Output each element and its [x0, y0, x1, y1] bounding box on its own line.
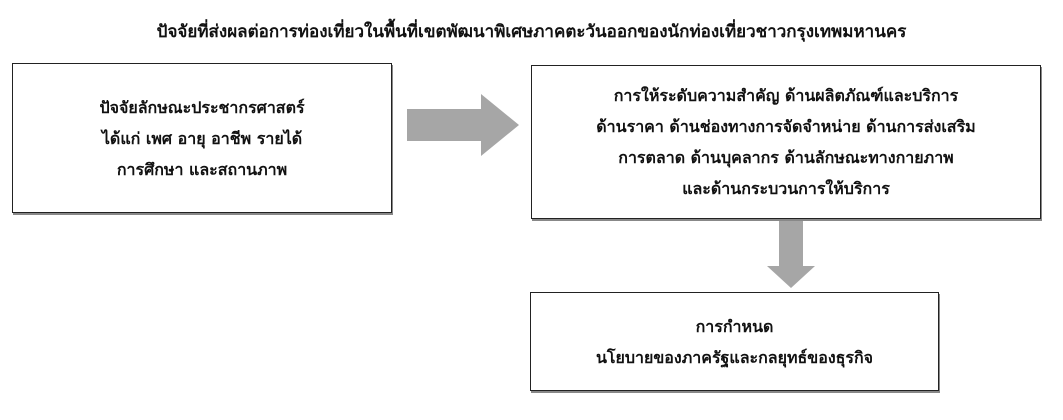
box-line: ได้แก่ เพศ อายุ อาชีพ รายได้	[101, 128, 303, 148]
right-arrow-icon	[407, 94, 519, 156]
box-line: การศึกษา และสถานภาพ	[116, 159, 288, 179]
diagram-title: ปัจจัยที่ส่งผลต่อการท่องเที่ยวในพื้นที่เ…	[156, 22, 907, 42]
box-line: การให้ระดับความสำคัญ ด้านผลิตภัณฑ์และบริ…	[613, 86, 959, 105]
box-line: การตลาด ด้านบุคลากร ด้านลักษณะทางกายภาพ	[618, 148, 954, 167]
box-line: นโยบายของภาครัฐและกลยุทธ์ของธุรกิจ	[595, 347, 874, 367]
marketing-mix-box: การให้ระดับความสำคัญ ด้านผลิตภัณฑ์และบริ…	[531, 65, 1041, 219]
box-line: และด้านกระบวนการให้บริการ	[682, 179, 890, 198]
demographic-factors-box: ปัจจัยลักษณะประชากรศาสตร์ ได้แก่ เพศ อาย…	[12, 63, 392, 213]
down-arrow-icon	[767, 221, 815, 288]
box-line: ปัจจัยลักษณะประชากรศาสตร์	[99, 97, 305, 117]
box-line: ด้านราคา ด้านช่องทางการจัดจำหน่าย ด้านกา…	[596, 117, 976, 136]
policy-strategy-box: การกำหนด นโยบายของภาครัฐและกลยุทธ์ของธุร…	[530, 292, 939, 391]
box-line: การกำหนด	[695, 316, 774, 336]
